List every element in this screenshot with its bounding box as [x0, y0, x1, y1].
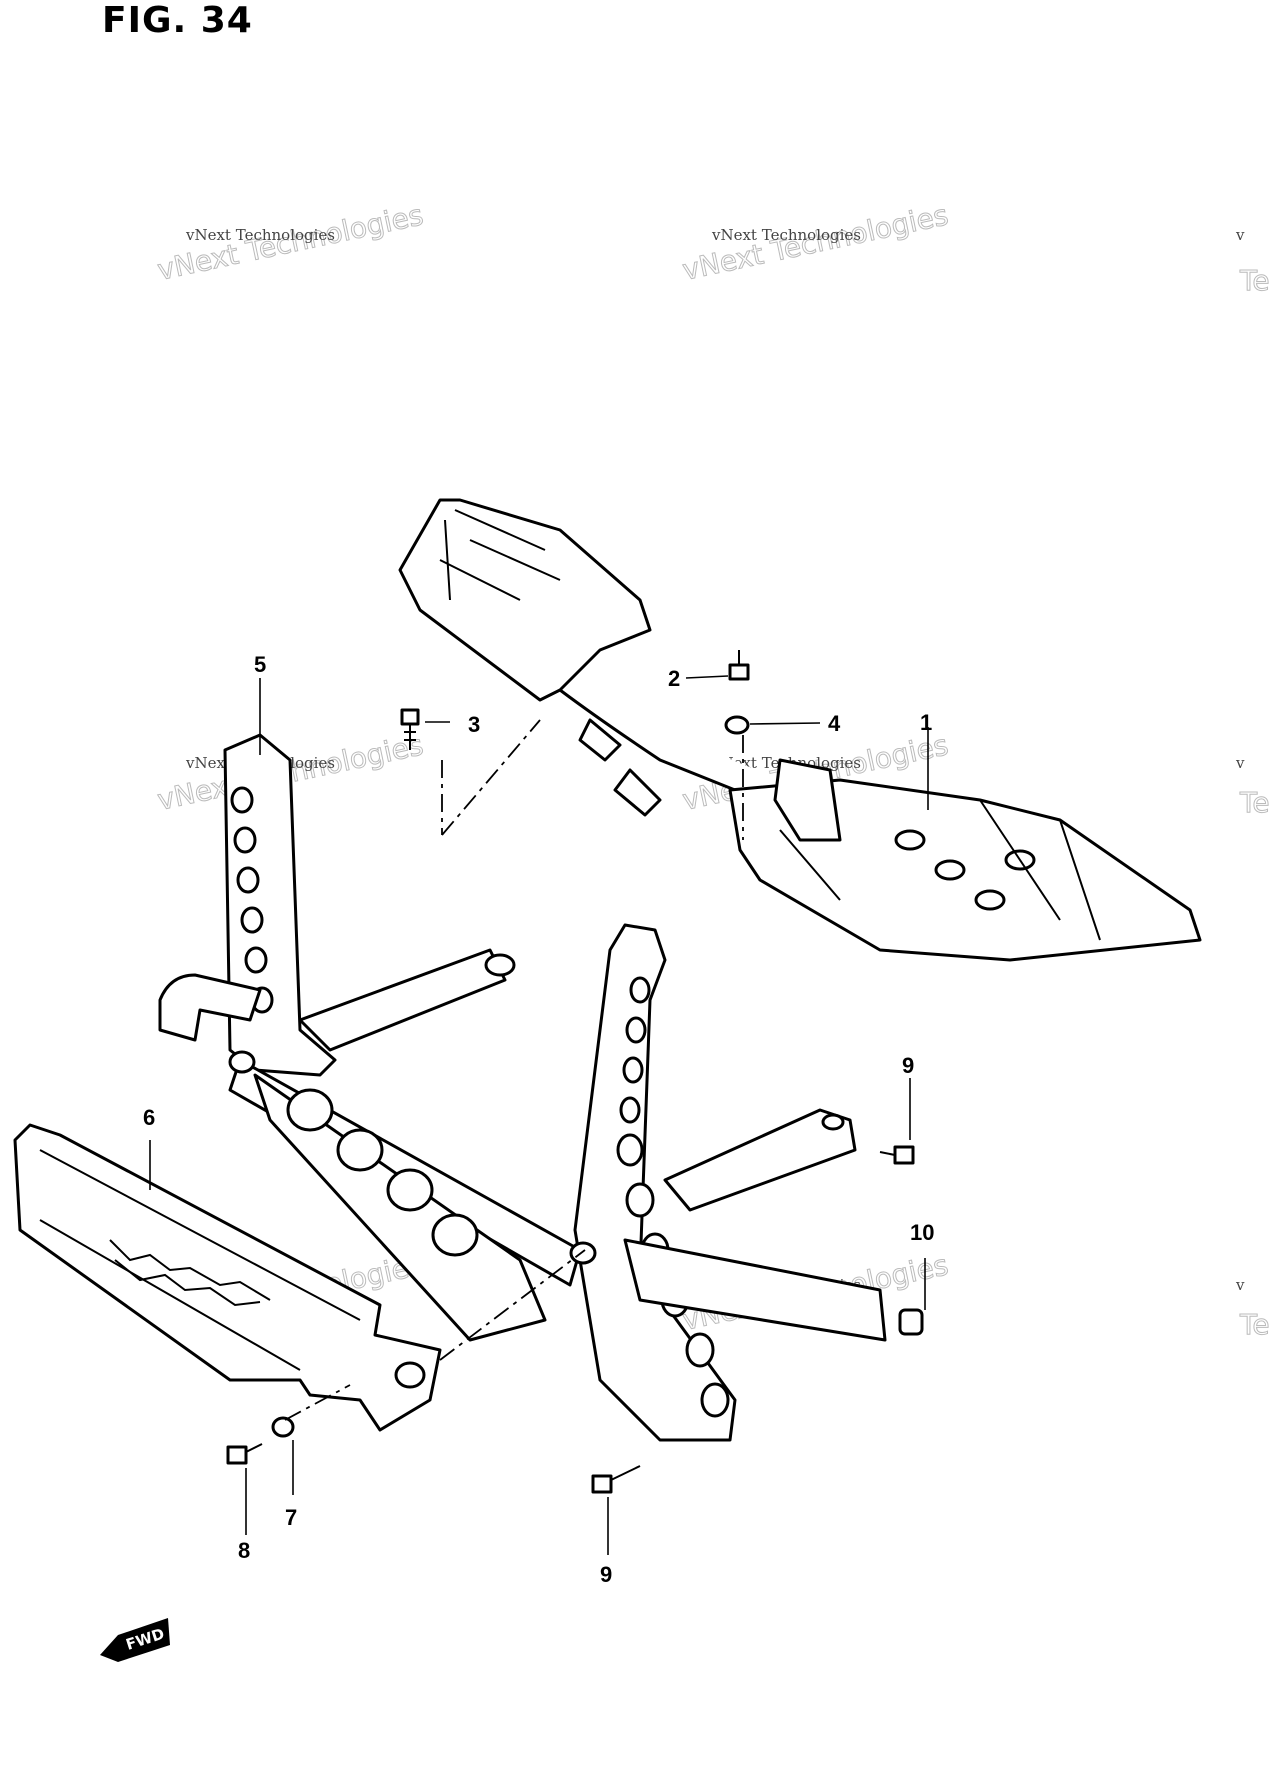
watermark-edge-small: v: [1235, 754, 1245, 772]
watermark-edge-big: Te: [1239, 1308, 1270, 1341]
callout-9-upper: 9: [902, 1053, 914, 1078]
part-10-clip: [898, 1308, 924, 1336]
watermark-edge-small: v: [1235, 1276, 1245, 1294]
callout-1: 1: [920, 710, 932, 735]
callout-7: 7: [285, 1505, 297, 1530]
part-4-nut: [724, 715, 750, 735]
watermark-small: vNext Technologies: [185, 226, 335, 244]
callout-8: 8: [238, 1538, 250, 1563]
part-6-side-cover: [13, 1123, 442, 1432]
part-5-frame: [158, 733, 887, 1442]
watermark-edge-big: Te: [1239, 264, 1270, 297]
callout-6: 6: [143, 1105, 155, 1130]
assembly-lines: [284, 719, 744, 1421]
figure-title: FIG. 34: [102, 0, 253, 41]
callout-labels: 2 3 4 1 5 6 7 8 9 9 10: [143, 652, 934, 1587]
callout-3: 3: [468, 712, 480, 737]
leader-lines: [149, 675, 929, 1555]
part-9-bolt-lower: [591, 1465, 641, 1494]
part-3-bolt: [400, 708, 420, 750]
part-1-footrest: [398, 498, 1202, 962]
watermark-small: vNext Technologies: [711, 226, 861, 244]
part-7-washer: [271, 1416, 295, 1438]
callout-10: 10: [910, 1220, 934, 1245]
part-2-bolt: [728, 650, 750, 681]
callout-4: 4: [828, 711, 841, 736]
forward-arrow-icon: FWD: [100, 1618, 170, 1662]
watermark-edge-small: v: [1235, 226, 1245, 244]
part-8-bolt: [226, 1443, 263, 1465]
callout-2: 2: [668, 666, 680, 691]
part-9-bolt-upper: [879, 1145, 915, 1165]
watermark-edge-big: Te: [1239, 786, 1270, 819]
callout-9-lower: 9: [600, 1562, 612, 1587]
callout-5: 5: [254, 652, 266, 677]
